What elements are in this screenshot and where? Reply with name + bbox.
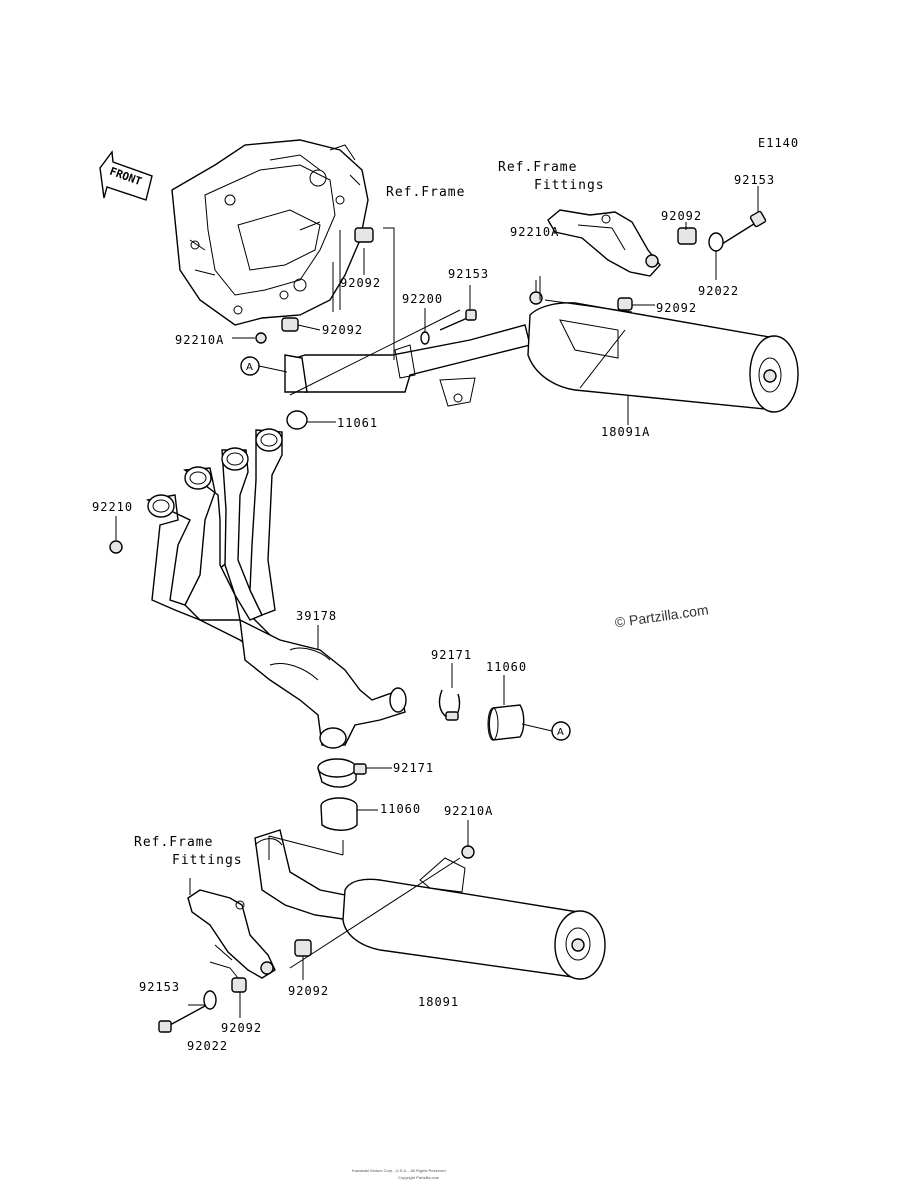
watermark: © Partzilla.com — [614, 601, 710, 630]
part-label-39178: 39178 — [296, 609, 337, 623]
muffler-18091A-illustration — [284, 302, 799, 413]
part-label-92153-mid: 92153 — [448, 267, 489, 281]
part-label-92171-low: 92171 — [393, 761, 434, 775]
muffler-18091-illustration — [254, 829, 606, 980]
nut-92210-icon — [109, 540, 123, 554]
washer-92022-top-icon — [708, 232, 724, 252]
svg-text:A: A — [246, 362, 253, 373]
collar-92092-frame1-icon — [354, 227, 374, 243]
part-label-92210A-low: 92210A — [444, 804, 493, 818]
part-label-92092-top: 92092 — [661, 209, 702, 223]
header-pipes-39178-illustration — [145, 428, 407, 749]
part-label-92092-frame2: 92092 — [322, 323, 363, 337]
part-label-92022-top: 92022 — [698, 284, 739, 298]
part-label-92210A-left: 92210A — [175, 333, 224, 347]
part-label-92153-top: 92153 — [734, 173, 775, 187]
part-label-92092-low1: 92092 — [288, 984, 329, 998]
part-label-18091A: 18091A — [601, 425, 650, 439]
part-label-18091: 18091 — [418, 995, 459, 1009]
sleeve-11060-right-icon — [487, 704, 525, 741]
part-label-92092-frame1: 92092 — [340, 276, 381, 290]
frame-fittings-top-illustration — [547, 209, 661, 277]
washer-92200-icon — [420, 331, 430, 345]
part-label-92092-low2: 92092 — [221, 1021, 262, 1035]
leader-lines — [115, 186, 759, 1018]
nut-92210A-low-icon — [461, 845, 475, 859]
nut-92210A-left-icon — [255, 332, 267, 344]
collar-92092-frame2-icon — [281, 317, 299, 332]
part-label-92153-low: 92153 — [139, 980, 180, 994]
collar-92092-right-icon — [617, 297, 633, 311]
sleeve-11060-low-icon — [320, 797, 358, 831]
part-label-92210: 92210 — [92, 500, 133, 514]
part-label-92210A-top: 92210A — [510, 225, 559, 239]
part-label-92171-right: 92171 — [431, 648, 472, 662]
ref-fittings-bottom-line2: Fittings — [172, 853, 243, 868]
front-arrow-icon: FRONT — [99, 150, 153, 201]
ref-frame-top: Ref.Frame — [386, 185, 465, 200]
svg-text:A: A — [557, 727, 564, 738]
ref-fittings-top-line2: Fittings — [534, 178, 605, 193]
part-label-92092-right: 92092 — [656, 301, 697, 315]
collar-92092-low2-icon — [231, 977, 247, 993]
frame-fittings-bottom-illustration — [187, 889, 276, 979]
clamp-92171-right-icon — [438, 689, 461, 721]
connector-a-bottom-icon: A — [521, 721, 571, 741]
connector-a-top-icon: A — [240, 356, 288, 376]
part-label-92022-low: 92022 — [187, 1039, 228, 1053]
part-label-11060-right: 11060 — [486, 660, 527, 674]
ref-fittings-bottom-line1: Ref.Frame — [134, 835, 213, 850]
bolt-92153-low-icon — [158, 1005, 206, 1033]
footer-line1: Kawasaki Motors Corp., U.S.A. - All Righ… — [352, 1168, 446, 1173]
clamp-92171-low-icon — [317, 758, 367, 788]
gasket-11061-icon — [286, 410, 308, 430]
collar-92092-low1-icon — [294, 939, 312, 957]
engine-frame-illustration — [171, 139, 369, 326]
washer-92022-low-icon — [203, 990, 217, 1010]
collar-92092-top-icon — [677, 227, 697, 245]
part-label-11061: 11061 — [337, 416, 378, 430]
part-label-11060-low: 11060 — [380, 802, 421, 816]
diagram-id: E1140 — [758, 136, 799, 150]
footer-line2: Copyright Partzilla.com — [398, 1175, 440, 1180]
bolt-92153-top-icon — [721, 210, 767, 245]
part-label-92200: 92200 — [402, 292, 443, 306]
bolt-92153-mid-icon — [439, 309, 477, 331]
ref-fittings-top-line1: Ref.Frame — [498, 160, 577, 175]
